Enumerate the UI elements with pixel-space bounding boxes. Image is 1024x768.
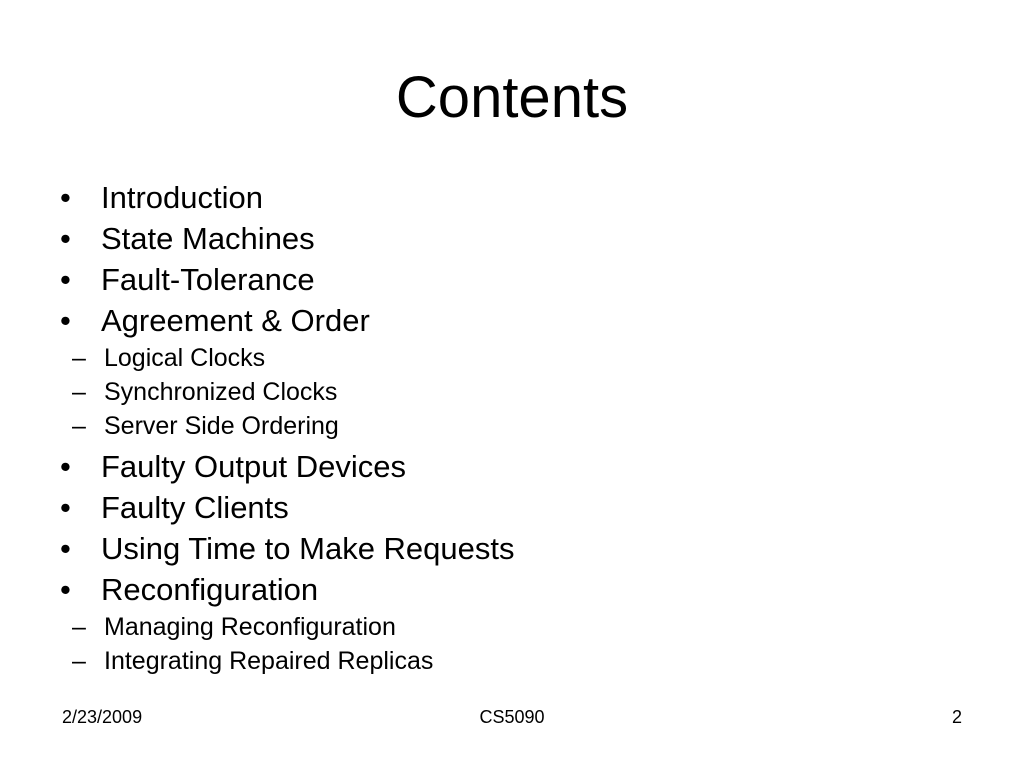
sub-list: –Logical Clocks–Synchronized Clocks–Serv… (60, 341, 960, 443)
sub-list-item: –Logical Clocks (19, 341, 960, 375)
bullet-icon: • (60, 303, 71, 338)
footer-course: CS5090 (479, 707, 545, 727)
list-item-label: State Machines (101, 221, 315, 256)
list-item-label: Using Time to Make Requests (101, 531, 515, 566)
contents-list: • Introduction • State Machines • Fault-Toler… (60, 177, 960, 681)
list-item-label: Introduction (101, 180, 263, 215)
bullet-icon: • (60, 449, 71, 484)
list-item: • State Machines (60, 218, 960, 259)
bullet-icon: • (60, 262, 71, 297)
bullet-icon: • (60, 180, 71, 215)
sub-list-item: –Synchronized Clocks (19, 375, 960, 409)
dash-icon: – (72, 647, 86, 675)
list-item-label: Reconfiguration (101, 572, 319, 607)
list-item: • Faulty Output Devices (60, 446, 960, 487)
list-item: • Using Time to Make Requests (60, 528, 960, 569)
footer-date: 2/23/2009 (62, 707, 143, 727)
list-item-label: Faulty Clients (101, 490, 289, 525)
list-item: • Fault-Tolerance (60, 259, 960, 300)
dash-icon: – (72, 378, 86, 406)
list-item-label: Agreement & Order (101, 303, 370, 338)
sub-list: –Managing Reconfiguration–Integrating Re… (60, 610, 960, 678)
bullet-icon: • (60, 490, 71, 525)
sub-list-item: –Server Side Ordering (19, 409, 960, 443)
list-item: • Introduction (60, 177, 960, 218)
list-item-label: Faulty Output Devices (101, 449, 406, 484)
sub-list-item-label: Managing Reconfiguration (104, 613, 396, 641)
list-item: • Faulty Clients (60, 487, 960, 528)
slide-title: Contents (395, 65, 629, 130)
sub-list-item: –Managing Reconfiguration (19, 610, 960, 644)
list-item: • Reconfiguration (60, 569, 960, 610)
sub-list-item-label: Server Side Ordering (104, 412, 339, 440)
list-item-label: Fault-Tolerance (101, 262, 315, 297)
bullet-icon: • (60, 221, 71, 256)
sub-list-item-label: Logical Clocks (104, 344, 266, 372)
sub-list-item: –Integrating Repaired Replicas (19, 644, 960, 678)
dash-icon: – (72, 412, 86, 440)
dash-icon: – (72, 344, 86, 372)
sub-list-item-label: Integrating Repaired Replicas (104, 647, 434, 675)
bullet-icon: • (60, 531, 71, 566)
sub-list-item-label: Synchronized Clocks (104, 378, 338, 406)
dash-icon: – (72, 613, 86, 641)
list-item: • Agreement & Order (60, 300, 960, 341)
footer-page-number: 2 (951, 707, 962, 727)
bullet-icon: • (60, 572, 71, 607)
